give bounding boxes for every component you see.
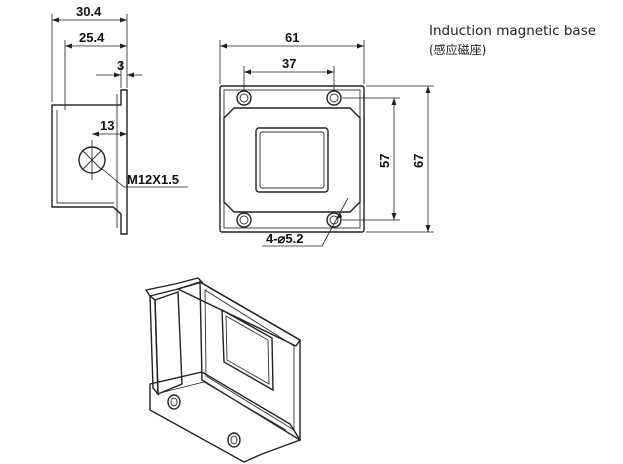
thread-label: M12X1.5 [127, 172, 179, 187]
dim-flange-label: 3 [117, 58, 124, 73]
arrow-left [92, 131, 99, 137]
mount-hole-top-right [326, 90, 342, 106]
arrow-right [120, 43, 127, 49]
iso-window-outer [221, 308, 274, 392]
front-view-housing [223, 107, 361, 213]
mount-hole-top-left [236, 90, 252, 106]
iso-mount-hole-right [227, 432, 241, 448]
front-view-outline [219, 85, 365, 233]
arrow-left [52, 17, 59, 23]
dim-hole-spacing-y-label: 57 [377, 154, 392, 168]
arrow-left [127, 72, 134, 78]
arrow-down [425, 225, 431, 232]
arrow-left [244, 69, 251, 75]
arrow-right [120, 131, 127, 137]
dim-overall-width-label: 30.4 [76, 4, 102, 19]
iso-top-edge [176, 281, 301, 347]
mount-hole-bottom-left [236, 212, 252, 228]
thread-leader-line [100, 167, 188, 188]
arrow-right [114, 72, 121, 78]
mount-hole-bottom-left-inner [239, 215, 249, 225]
dim-width-label: 61 [285, 30, 299, 45]
title-cn-label: (感应磁座) [429, 42, 486, 57]
hole-leader-arrow [336, 212, 342, 219]
title-label: Induction magnetic base [429, 23, 596, 39]
front-view: 61 37 57 67 4-⌀5.2 [219, 30, 434, 247]
iso-mount-hole-right-inner [230, 435, 238, 445]
side-view-inner-edge [56, 110, 114, 204]
iso-window-inner [225, 315, 270, 385]
iso-left-face [154, 291, 183, 396]
front-view-window-inner [259, 131, 325, 189]
hole-label: 4-⌀5.2 [266, 231, 303, 246]
isometric-view [144, 277, 302, 463]
arrow-right [327, 69, 334, 75]
arrow-right [120, 17, 127, 23]
iso-bottom-plate [149, 371, 302, 463]
arrow-right [357, 43, 364, 49]
arrow-up [425, 86, 431, 93]
arrow-up [391, 98, 397, 105]
dim-height-label: 67 [411, 154, 426, 168]
mount-hole-top-right-inner [329, 93, 339, 103]
dim-hole-offset-label: 13 [100, 118, 114, 133]
iso-mount-hole-left [167, 394, 181, 410]
dim-hole-spacing-x-label: 37 [282, 56, 296, 71]
side-view: 30.4 25.4 3 13 M12X1.5 [51, 4, 188, 235]
arrow-left [220, 43, 227, 49]
arrow-down [391, 213, 397, 220]
arrow-left [65, 43, 72, 49]
mount-hole-top-left-inner [239, 93, 249, 103]
side-view-outline [51, 89, 128, 235]
front-view-inner-edge [223, 89, 361, 229]
iso-front-face [199, 280, 301, 442]
iso-bottom-inner-edge [155, 381, 287, 431]
iso-mount-hole-left-inner [170, 397, 178, 407]
front-view-window-outer [255, 127, 329, 193]
mount-hole-bottom-right-inner [329, 215, 339, 225]
mount-hole-bottom-right [326, 212, 342, 228]
dim-inner-width-label: 25.4 [79, 30, 105, 45]
